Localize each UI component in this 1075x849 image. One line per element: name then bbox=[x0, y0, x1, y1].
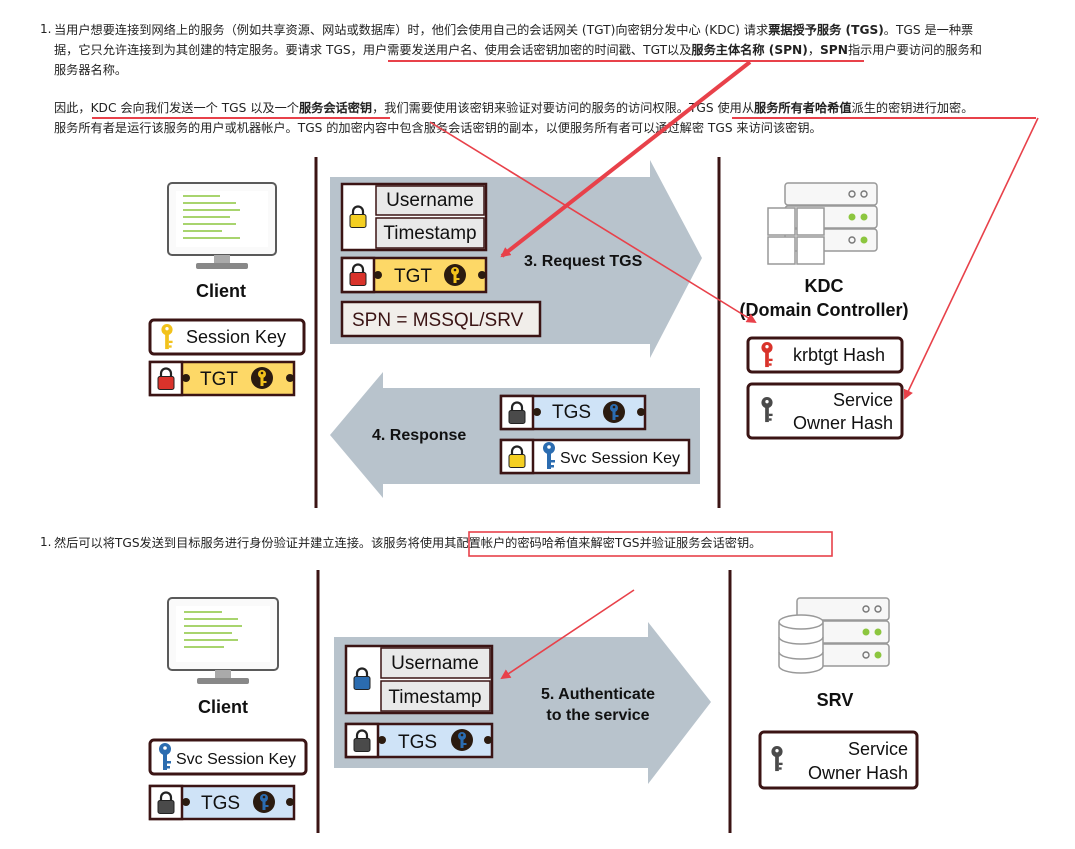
svc-session-key-label: Svc Session Key bbox=[560, 450, 680, 467]
client-session-key-box: Session Key bbox=[148, 318, 306, 356]
p2-text: 派生的密钥进行加密 bbox=[851, 101, 962, 115]
p2-text: ，我们需要使用该密钥来验证对要访问的服务的访问权限。 bbox=[372, 101, 689, 115]
kdc-server-icon bbox=[767, 182, 878, 265]
srv-label: SRV bbox=[817, 690, 854, 710]
owner-hash-label: Owner Hash bbox=[808, 763, 908, 783]
list-number-1: 1. bbox=[40, 22, 52, 36]
arrow-to-request bbox=[500, 60, 752, 258]
service-label: Service bbox=[833, 390, 893, 410]
p3-boxed-text: 其配置帐户的密码哈希值来解密TGS并验证服务会话密钥。 bbox=[444, 536, 762, 550]
paragraph-kdc-response: 因此，KDC 会向我们发送一个 TGS 以及一个服务会话密钥，我们需要使用该密钥… bbox=[54, 98, 1064, 138]
key-icon bbox=[253, 791, 275, 813]
client-computer-icon bbox=[167, 182, 277, 269]
step-5-sublabel: to the service bbox=[546, 707, 649, 724]
step-4-label: 4. Response bbox=[372, 427, 466, 444]
service-label: Service bbox=[848, 739, 908, 759]
krbtgt-hash-box: krbtgt Hash bbox=[746, 336, 904, 374]
spn-box: SPN = MSSQL/SRV bbox=[340, 300, 542, 338]
owner-hash-label: Owner Hash bbox=[793, 413, 893, 433]
client-label: Client bbox=[196, 281, 246, 301]
timestamp-label: Timestamp bbox=[383, 223, 476, 244]
p1-bold-spn: 服务主体名称 (SPN) bbox=[691, 43, 808, 57]
p1-bold-tgs: 票据授予服务 (TGS) bbox=[768, 23, 884, 37]
p1-text: 。TGS 是一种票 bbox=[883, 23, 974, 37]
key-icon bbox=[251, 367, 273, 389]
arrow-to-owner-hash bbox=[903, 117, 1039, 400]
highlight-box bbox=[468, 531, 833, 557]
timestamp-label: Timestamp bbox=[388, 687, 481, 708]
p2-text: 因此， bbox=[54, 101, 91, 115]
p2-underlined-text: KDC 会向我们发送一个 TGS 以及一个 bbox=[90, 101, 299, 115]
username-label: Username bbox=[391, 653, 479, 674]
response-svc-session-key-box: Svc Session Key bbox=[499, 438, 691, 475]
red-annotations bbox=[92, 60, 1039, 680]
p2-line2: 服务所有者是运行该服务的用户或机器帐户。TGS 的加密内容中包含服务会话密钥的副… bbox=[54, 121, 822, 135]
tgt-label: TGT bbox=[200, 369, 238, 390]
client2-label: Client bbox=[198, 697, 248, 717]
p1-text: 当用户想要连接到网络上的服务（例如共享资源、网站或数据库）时，他们会使用自己的会… bbox=[54, 23, 769, 37]
p2-text: 。 bbox=[961, 101, 974, 115]
tgs-label: TGS bbox=[398, 732, 437, 753]
key-icon bbox=[444, 264, 466, 286]
krbtgt-hash-label: krbtgt Hash bbox=[793, 345, 885, 365]
step-5-label: 5. Authenticate bbox=[541, 686, 655, 703]
tgs-label: TGS bbox=[552, 402, 591, 423]
p1-line2: 据，它只允许连接到为其创建的特定服务。要请求 TGS，用户需要发送用户名、使用会… bbox=[54, 40, 1054, 60]
list-number-2: 1. bbox=[40, 535, 52, 549]
p1-line3: 服务器名称。 bbox=[54, 63, 128, 77]
p1-bold-spn-short: SPN bbox=[820, 43, 848, 57]
auth-tgs-box: TGS bbox=[344, 722, 494, 759]
client2-computer-icon bbox=[167, 597, 279, 684]
paragraph-authenticate: 然后可以将TGS发送到目标服务进行身份验证并建立连接。该服务将使用其配置帐户的密… bbox=[54, 533, 1054, 553]
kdc-label: KDC bbox=[805, 276, 844, 296]
srv-service-owner-hash-box: Service Owner Hash bbox=[758, 730, 919, 790]
p2-line1: 因此，KDC 会向我们发送一个 TGS 以及一个服务会话密钥，我们需要使用该密钥… bbox=[54, 98, 1064, 118]
p1-text: ， bbox=[807, 43, 821, 57]
auth-credentials-box: Username Timestamp bbox=[344, 644, 494, 715]
tgt-label: TGT bbox=[394, 266, 432, 287]
step-3-label: 3. Request TGS bbox=[524, 253, 643, 270]
request-tgt-box: TGT bbox=[340, 256, 488, 294]
spn-label: SPN = MSSQL/SRV bbox=[352, 310, 524, 331]
tgs-label: TGS bbox=[201, 793, 240, 814]
srv-server-icon bbox=[778, 597, 890, 674]
p2-bold-owner-hash: 服务所有者哈希值 bbox=[754, 101, 852, 115]
session-key-label: Session Key bbox=[186, 327, 286, 347]
p3-text: 然后可以将TGS发送到目标服务进行身份验证并建立连接。该服务将使用 bbox=[54, 536, 445, 550]
kdc-service-owner-hash-box: Service Owner Hash bbox=[746, 382, 904, 440]
key-icon bbox=[451, 729, 473, 751]
response-tgs-box: TGS bbox=[499, 394, 647, 431]
p1-text: 指示用户要访问的服务和 bbox=[847, 43, 982, 57]
username-label: Username bbox=[386, 190, 474, 211]
svc-session-key-label: Svc Session Key bbox=[176, 751, 296, 768]
p1-line1: 当用户想要连接到网络上的服务（例如共享资源、网站或数据库）时，他们会使用自己的会… bbox=[54, 20, 1054, 40]
client-tgt-box: TGT bbox=[148, 360, 296, 397]
p1-text: 据，它只允许连接到为其创建的特定服务。要请求 TGS， bbox=[54, 43, 363, 57]
p2-bold-session-key: 服务会话密钥 bbox=[298, 101, 373, 115]
paragraph-request-tgs: 当用户想要连接到网络上的服务（例如共享资源、网站或数据库）时，他们会使用自己的会… bbox=[54, 20, 1054, 80]
p1-underlined-text: 用户需要发送用户名、使用会话密钥加密的时间戳、TGT以及 bbox=[362, 43, 692, 57]
client2-tgs-box: TGS bbox=[148, 784, 296, 821]
arrow-to-kdc bbox=[429, 121, 757, 324]
p2-text: TGS 使用从 bbox=[688, 101, 755, 115]
kdc-sublabel: (Domain Controller) bbox=[740, 300, 909, 320]
client2-svc-session-key-box: Svc Session Key bbox=[148, 738, 308, 776]
arrow-to-credentials bbox=[500, 589, 635, 680]
request-credentials-box: Username Timestamp bbox=[340, 182, 488, 252]
key-icon bbox=[603, 401, 625, 423]
